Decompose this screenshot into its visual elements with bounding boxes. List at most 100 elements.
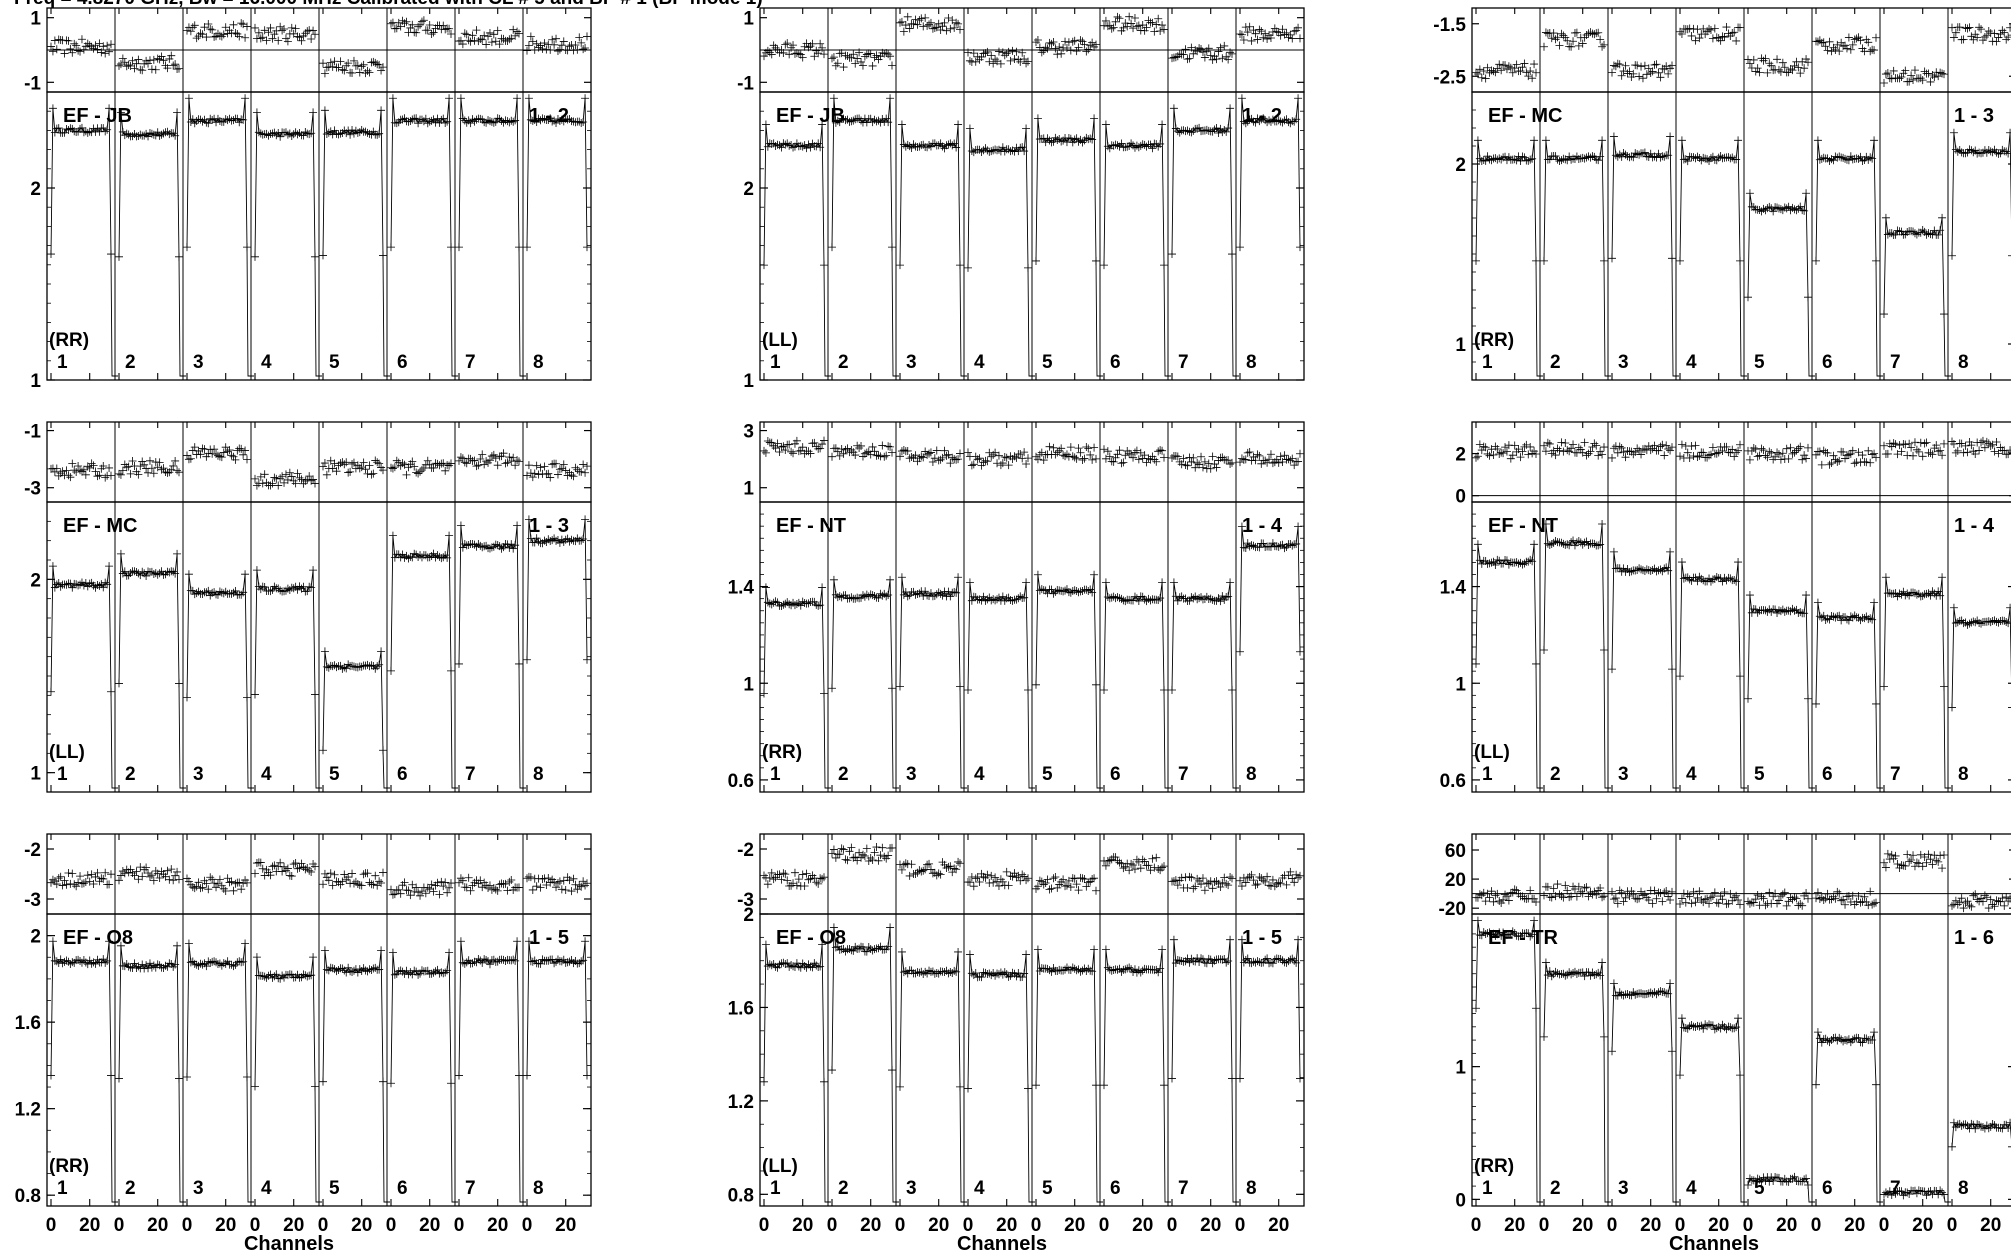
amplitude-point — [489, 118, 498, 127]
phase-point — [414, 469, 423, 478]
amplitude-point — [1693, 577, 1702, 586]
amplitude-point — [231, 586, 240, 595]
phase-point — [996, 461, 1005, 470]
amplitude-point — [1850, 611, 1859, 620]
amplitude-point — [336, 129, 345, 138]
amplitude-point — [1549, 538, 1558, 547]
amplitude-point — [967, 146, 976, 155]
phase-point — [542, 45, 551, 54]
amplitude-point — [1078, 966, 1087, 975]
amplitude-point — [511, 116, 520, 125]
amplitude-point — [1236, 647, 1244, 656]
amplitude-point — [456, 94, 465, 103]
phase-point — [1940, 70, 1948, 79]
phase-point — [1473, 70, 1482, 79]
amplitude-points — [760, 583, 828, 698]
phase-point — [1796, 69, 1805, 78]
phase-point — [870, 447, 879, 456]
amplitude-point — [1660, 152, 1669, 161]
phase-point — [868, 855, 877, 864]
phase-point — [416, 467, 425, 476]
phase-point — [532, 882, 541, 891]
phase-points — [1812, 446, 1880, 469]
amplitude-points — [1032, 114, 1100, 265]
phase-point — [1181, 45, 1190, 54]
phase-point — [1600, 443, 1608, 452]
amplitude-point — [1101, 120, 1110, 129]
amplitude-point — [523, 1071, 531, 1080]
amplitude-point — [1057, 137, 1066, 146]
amplitude-point — [1611, 151, 1620, 160]
phase-point — [1245, 448, 1254, 457]
phase-point — [1510, 441, 1519, 450]
phase-point — [1493, 64, 1502, 73]
amplitude-point — [474, 540, 483, 549]
phase-point — [1154, 14, 1163, 23]
amplitude-point — [785, 141, 794, 150]
phase-point — [130, 64, 139, 73]
amplitude-point — [1168, 250, 1176, 259]
amplitude-point — [1032, 680, 1040, 689]
phase-point — [1608, 453, 1616, 462]
amplitude-point — [1173, 127, 1182, 136]
phase-point — [237, 885, 246, 894]
phase-point — [1918, 76, 1927, 85]
amplitude-point — [1800, 206, 1809, 215]
phase-point — [173, 466, 182, 475]
baseline-name: EF - MC — [63, 515, 137, 537]
amplitude-point — [447, 666, 455, 675]
phase-point — [818, 43, 827, 52]
phase-point — [977, 461, 986, 470]
phase-point — [264, 28, 273, 37]
if-label: 7 — [1890, 352, 1901, 373]
channel-tick-label: 0 — [114, 1215, 125, 1236]
amplitude-points — [183, 94, 251, 252]
amplitude-tick-label: 1.4 — [728, 578, 755, 599]
phase-point — [1588, 443, 1597, 452]
phase-point — [1198, 48, 1207, 57]
amplitude-line — [1475, 544, 1537, 664]
amplitude-point — [971, 969, 980, 978]
amplitude-point — [1130, 143, 1139, 152]
phase-point — [169, 61, 178, 70]
phase-point — [930, 454, 939, 463]
amplitude-point — [171, 131, 180, 140]
phase-point — [319, 59, 327, 68]
amplitude-drop-line — [450, 247, 458, 377]
phase-point — [1827, 47, 1836, 56]
channel-tick-label: 0 — [454, 1215, 465, 1236]
amplitude-point — [1032, 1081, 1040, 1090]
phase-point — [1266, 450, 1275, 459]
amplitude-point — [524, 515, 533, 524]
phase-point — [816, 39, 825, 48]
phase-point — [800, 881, 809, 890]
phase-point — [1237, 30, 1246, 39]
phase-point — [468, 31, 477, 40]
amplitude-point — [217, 588, 226, 597]
amplitude-point — [886, 575, 895, 584]
phase-point — [1158, 446, 1167, 455]
amplitude-point — [1526, 155, 1535, 164]
phase-point — [952, 455, 961, 464]
phase-point — [798, 443, 807, 452]
phase-point — [926, 865, 935, 874]
amplitude-point — [120, 962, 129, 971]
if-label: 2 — [125, 764, 136, 785]
if-label: 4 — [261, 1178, 272, 1199]
amplitude-point — [303, 587, 312, 596]
phase-point — [274, 862, 283, 871]
phase-point — [829, 845, 838, 854]
phase-point — [814, 879, 823, 888]
phase-point — [462, 30, 471, 39]
phase-point — [1609, 61, 1618, 70]
amplitude-point — [1061, 586, 1070, 595]
phase-points — [760, 868, 828, 891]
phase-point — [559, 460, 568, 469]
amplitude-point — [1949, 603, 1958, 612]
amplitude-point — [1551, 152, 1560, 161]
if-label: 7 — [1178, 764, 1189, 785]
amplitude-points — [1168, 104, 1236, 259]
phase-point — [1924, 69, 1933, 78]
amplitude-point — [136, 571, 145, 580]
amplitude-point — [489, 542, 498, 551]
